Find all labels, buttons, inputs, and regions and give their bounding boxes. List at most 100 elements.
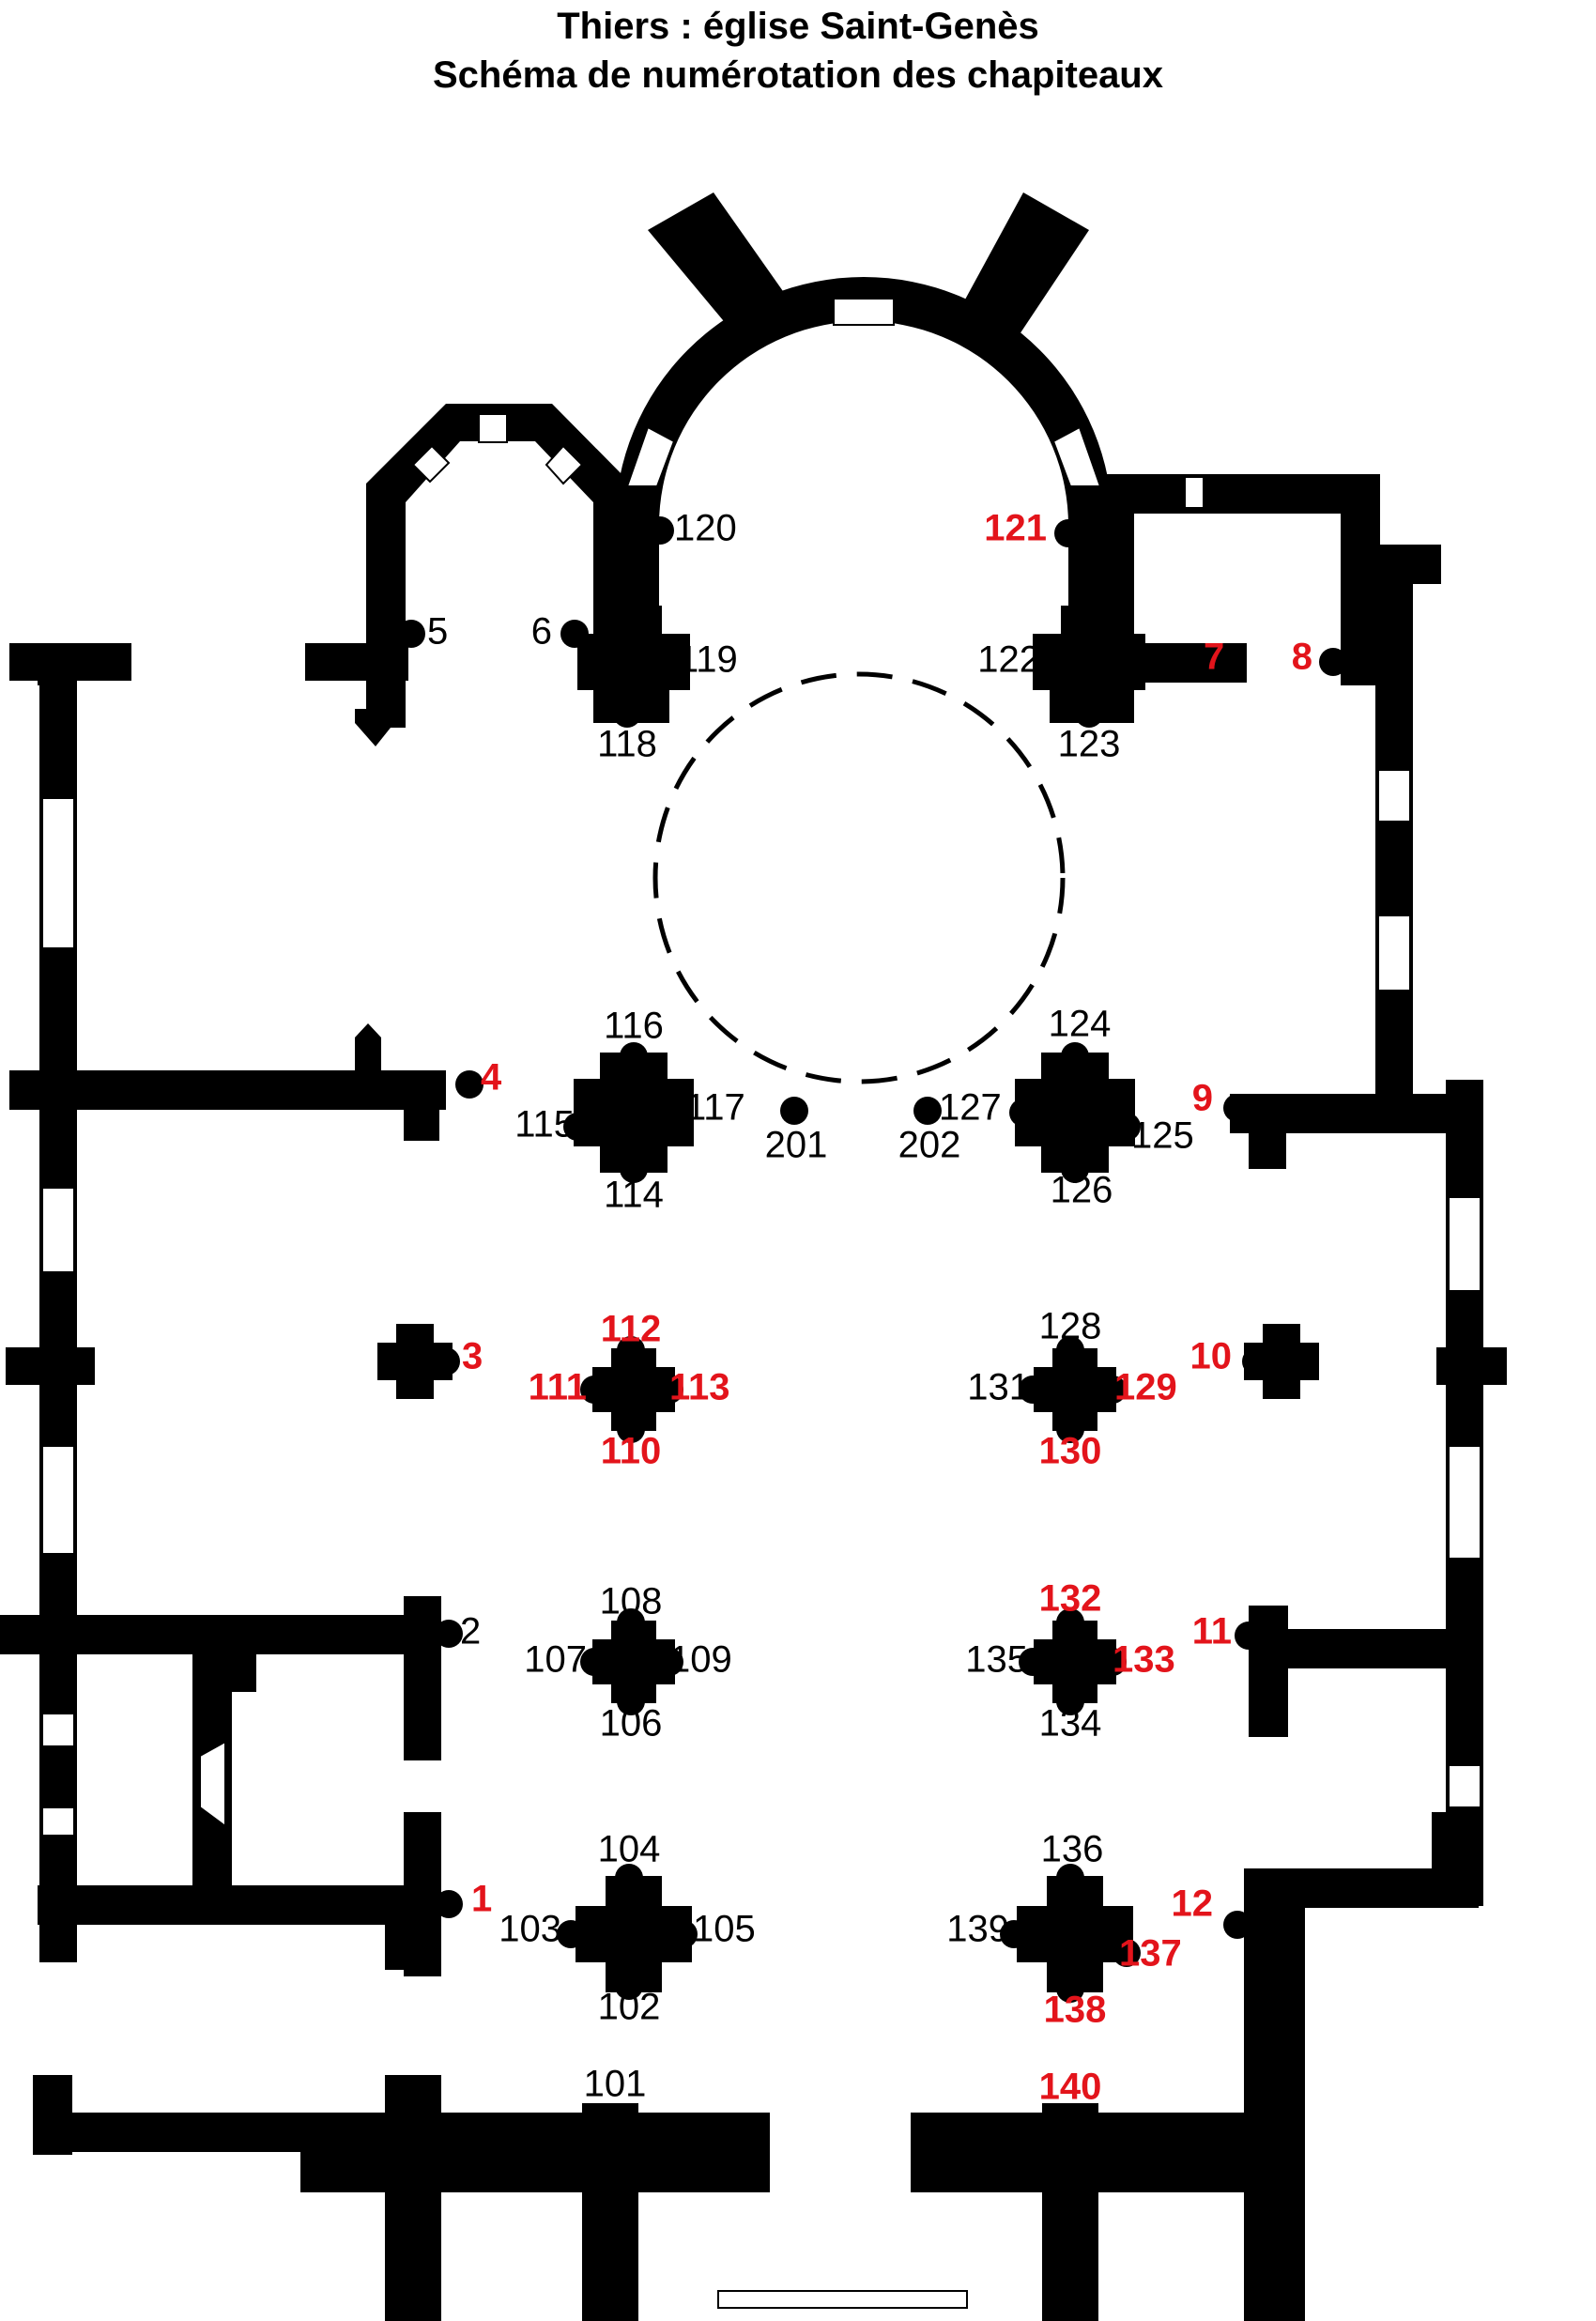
capital-dot-135 — [1019, 1648, 1047, 1676]
capital-label-125: 125 — [1131, 1115, 1194, 1157]
capital-label-120: 120 — [674, 508, 737, 549]
capital-dot-113 — [655, 1376, 683, 1404]
north-annex-pier-bottom — [385, 1885, 441, 1970]
north-divider-tip — [355, 1023, 381, 1070]
capital-dot-128 — [1056, 1336, 1084, 1364]
window-north-chapel-right — [545, 444, 584, 485]
window-annex — [199, 1740, 226, 1828]
capital-dot-10 — [1242, 1347, 1270, 1376]
capital-label-12: 12 — [1172, 1883, 1214, 1925]
capital-label-103: 103 — [499, 1909, 561, 1950]
capital-dot-126 — [1061, 1155, 1089, 1183]
apse-buttress-left — [648, 192, 796, 343]
north-chapel-tip — [355, 709, 394, 746]
capital-label-121: 121 — [984, 508, 1047, 549]
capital-label-4: 4 — [481, 1057, 502, 1099]
capital-label-1: 1 — [471, 1879, 492, 1920]
capital-dot-127 — [1009, 1099, 1037, 1127]
se-chapel-top — [1106, 474, 1378, 514]
capital-label-9: 9 — [1192, 1078, 1213, 1119]
west-facade-south-4 — [1244, 1878, 1305, 2321]
capital-dot-114 — [620, 1155, 648, 1183]
north-transept-top2 — [305, 643, 408, 681]
capital-label-137: 137 — [1119, 1933, 1182, 1975]
title-line-1: Thiers : église Saint-Genès — [557, 6, 1039, 47]
capital-dot-125 — [1113, 1113, 1141, 1141]
capital-label-6: 6 — [531, 611, 552, 653]
window-apse-left — [625, 425, 676, 487]
capital-label-128: 128 — [1039, 1306, 1102, 1347]
capital-dot-111 — [580, 1376, 608, 1404]
capital-label-110: 110 — [601, 1431, 662, 1472]
capital-label-114: 114 — [604, 1175, 664, 1216]
capital-label-113: 113 — [669, 1367, 730, 1408]
window-south-3 — [1448, 1196, 1481, 1292]
north-annex-top — [192, 1652, 256, 1692]
capital-dot-120 — [646, 516, 674, 545]
capital-label-133: 133 — [1113, 1639, 1175, 1681]
capital-label-130: 130 — [1039, 1431, 1102, 1472]
window-apse-top — [833, 298, 895, 326]
capital-dot-105 — [669, 1920, 698, 1948]
window-north-3 — [41, 1445, 75, 1555]
capital-dot-124 — [1061, 1042, 1089, 1070]
capital-dot-121 — [1054, 519, 1082, 547]
capital-label-132: 132 — [1039, 1578, 1102, 1620]
capital-dots — [397, 516, 1347, 2136]
window-west-door — [717, 2290, 968, 2309]
window-se-chapel — [1184, 476, 1205, 509]
west-facade-south-3 — [1042, 2103, 1098, 2321]
window-south-1 — [1377, 769, 1411, 822]
capital-dot-3 — [432, 1347, 460, 1376]
capital-label-11: 11 — [1192, 1611, 1232, 1652]
west-facade-north-5 — [582, 2103, 638, 2321]
pier-136-139 — [1017, 1876, 1133, 1992]
piers — [377, 606, 1319, 1992]
north-chapel-wall — [366, 404, 631, 728]
capital-dot-133 — [1098, 1648, 1127, 1676]
capital-dot-119 — [646, 648, 674, 676]
capital-label-5: 5 — [427, 611, 448, 653]
north-divider — [9, 1070, 446, 1110]
window-apse-right — [1051, 425, 1102, 487]
capital-dot-137 — [1113, 1939, 1141, 1967]
capital-dot-6 — [560, 620, 589, 648]
window-south-2 — [1377, 915, 1411, 991]
capital-label-129: 129 — [1114, 1367, 1177, 1408]
capital-label-108: 108 — [600, 1581, 663, 1622]
capital-dot-9 — [1223, 1094, 1251, 1122]
capital-dot-11 — [1235, 1622, 1263, 1650]
capital-dot-5 — [397, 620, 425, 648]
capital-dot-130 — [1056, 1415, 1084, 1443]
capital-dot-8 — [1319, 648, 1347, 676]
pier-132-135 — [1034, 1621, 1116, 1703]
pier-128-131 — [1034, 1348, 1116, 1431]
west-facade-north-4 — [300, 2113, 770, 2192]
capital-dot-140 — [1056, 2108, 1084, 2136]
capital-label-102: 102 — [598, 1987, 661, 2028]
capital-dot-118 — [613, 699, 641, 728]
west-facade-south-2 — [911, 2113, 1305, 2192]
capital-dot-116 — [620, 1042, 648, 1070]
capital-label-201: 201 — [765, 1125, 828, 1166]
capital-dot-117 — [662, 1099, 690, 1127]
window-south-4 — [1448, 1445, 1481, 1560]
south-transept-pier — [1249, 1094, 1286, 1169]
capital-dot-7 — [1171, 648, 1199, 676]
capital-label-119: 119 — [678, 639, 738, 681]
capital-label-122: 122 — [977, 639, 1040, 681]
south-stub-1 — [1436, 1347, 1507, 1385]
title-block: Thiers : église Saint-Genès Schéma de nu… — [0, 0, 1596, 100]
north-divider-stub — [404, 1070, 439, 1141]
window-north-chapel-left — [411, 444, 451, 484]
capital-dot-138 — [1056, 1975, 1084, 2003]
capital-label-3: 3 — [462, 1336, 483, 1377]
capital-label-10: 10 — [1190, 1336, 1233, 1377]
capital-dot-107 — [580, 1648, 608, 1676]
capital-label-126: 126 — [1051, 1170, 1113, 1211]
capital-label-115: 115 — [514, 1104, 575, 1145]
capital-dot-101 — [601, 2106, 629, 2134]
west-facade-north-2 — [33, 2113, 315, 2152]
capital-dot-112 — [617, 1336, 645, 1364]
